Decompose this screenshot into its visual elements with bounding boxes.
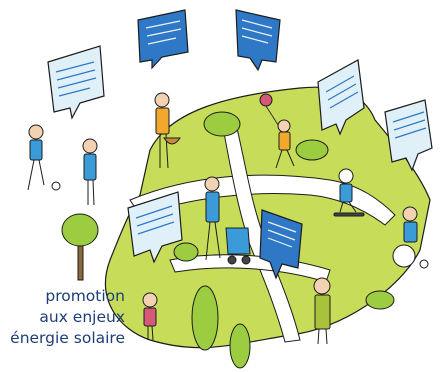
caption-line: énergie solaire: [10, 329, 125, 347]
wheelchair-icon: [392, 244, 416, 268]
stroller-icon: [225, 227, 251, 255]
speech-bubble-lines: [55, 61, 427, 235]
caption-line: aux enjeux: [39, 308, 125, 326]
basket-icon: [163, 137, 181, 145]
speech-bubble-lines-dark: [145, 19, 297, 248]
speech-bubble-icon: [47, 9, 433, 280]
tree-icon: [61, 213, 251, 369]
ball-icon: [51, 181, 61, 191]
balloon-icon: [259, 93, 273, 107]
skateboard-icon: [333, 212, 365, 217]
bush-icon: [173, 111, 395, 310]
caption-line: promotion: [45, 287, 125, 305]
caption-text: promotion aux enjeux énergie solaire: [0, 286, 125, 349]
person-figures: [27, 92, 429, 345]
